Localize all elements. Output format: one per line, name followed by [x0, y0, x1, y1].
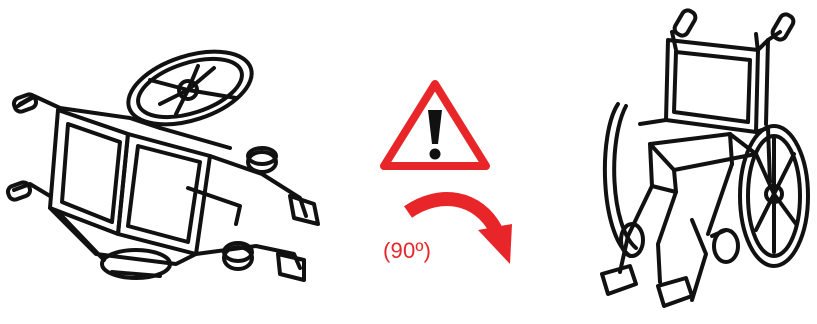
warning-triangle-icon: [378, 78, 492, 172]
upright-wheelchair-illustration: [580, 4, 817, 320]
tipped-wheelchair-illustration: [0, 28, 340, 318]
rotation-angle-label: (90º): [383, 238, 431, 264]
